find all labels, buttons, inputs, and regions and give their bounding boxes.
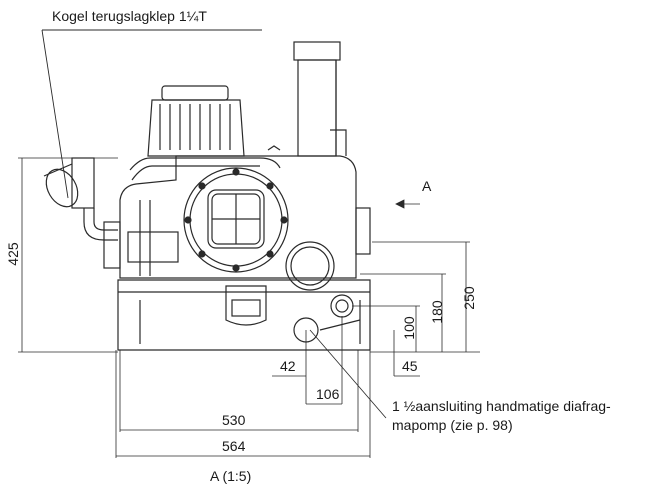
diaphragm-pump-callout-line1: 1 ½aansluiting handmatige diafrag- [392,398,611,414]
check-valve-callout: Kogel terugslagklep 1¼T [52,8,207,24]
ball-check-valve [43,157,121,269]
diaphragm-pump-callout-line2: mapomp (zie p. 98) [392,417,513,433]
dimension-42: 42 [280,358,296,374]
dimension-106: 106 [316,386,340,402]
dimension-180: 180 [429,300,445,324]
dimension-100: 100 [401,316,417,340]
pump-housing [119,155,371,279]
check-valve-callout-leader [41,29,262,199]
dimension-250: 250 [461,286,477,310]
dimension-530: 530 [222,412,246,428]
motor [129,85,281,181]
dimension-425: 425 [5,242,21,266]
view-marker-a: A [422,178,432,194]
base-tank [117,279,371,351]
dimension-564: 564 [222,438,246,454]
view-title: A (1:5) [210,468,252,484]
inspection-cover [183,167,289,273]
dimension-lines [18,157,480,458]
vent-pipe [293,41,347,157]
dimension-45: 45 [402,358,418,374]
